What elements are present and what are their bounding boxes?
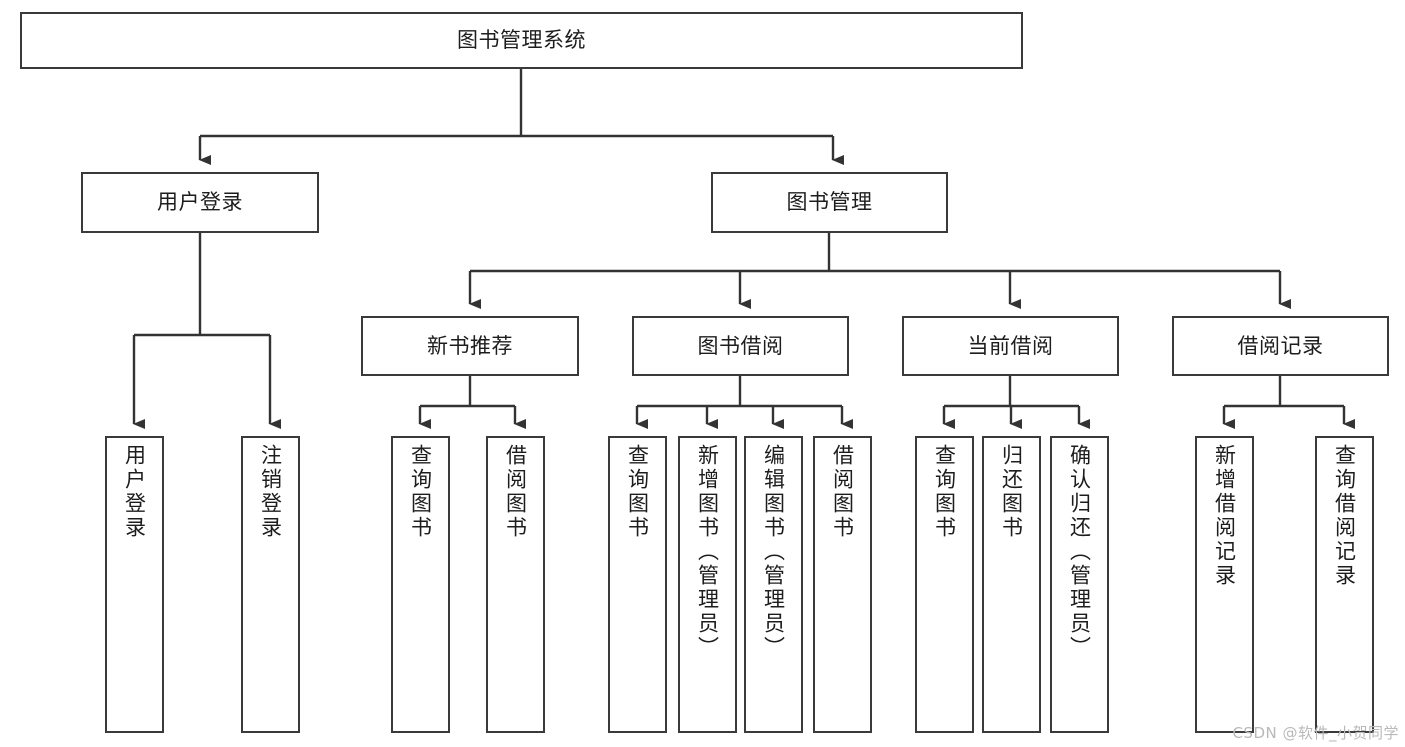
leaf-borrow-record-add[interactable]: 新增借阅记录 bbox=[1195, 436, 1254, 733]
node-new-book-recommend[interactable]: 新书推荐 bbox=[361, 316, 579, 376]
watermark: CSDN @软件_小贺同学 bbox=[1232, 724, 1399, 742]
leaf-book-borrow-query[interactable]: 查询图书 bbox=[608, 436, 667, 733]
node-book-borrow[interactable]: 图书借阅 bbox=[632, 316, 849, 376]
node-label: 确认归还（管理员） bbox=[1067, 444, 1092, 660]
node-current-borrow[interactable]: 当前借阅 bbox=[902, 316, 1119, 376]
node-label: 新增借阅记录 bbox=[1212, 444, 1237, 588]
node-label: 新增图书（管理员） bbox=[695, 444, 720, 660]
leaf-current-borrow-return[interactable]: 归还图书 bbox=[982, 436, 1041, 733]
node-label: 编辑图书（管理员） bbox=[761, 444, 786, 660]
node-label: 归还图书 bbox=[999, 444, 1024, 540]
node-borrow-record[interactable]: 借阅记录 bbox=[1172, 316, 1389, 376]
node-label: 新书推荐 bbox=[427, 333, 513, 358]
leaf-user-login-logout[interactable]: 注销登录 bbox=[241, 436, 300, 733]
node-label: 注销登录 bbox=[258, 444, 283, 540]
node-label: 用户登录 bbox=[122, 444, 147, 540]
node-label: 图书借阅 bbox=[697, 333, 784, 358]
leaf-book-borrow-borrow[interactable]: 借阅图书 bbox=[813, 436, 872, 733]
leaf-current-borrow-confirm-return[interactable]: 确认归还（管理员） bbox=[1050, 436, 1109, 733]
leaf-new-book-borrow[interactable]: 借阅图书 bbox=[486, 436, 545, 733]
node-label: 查询图书 bbox=[625, 444, 650, 540]
leaf-book-borrow-add[interactable]: 新增图书（管理员） bbox=[678, 436, 737, 733]
leaf-user-login-login[interactable]: 用户登录 bbox=[105, 436, 164, 733]
leaf-book-borrow-edit[interactable]: 编辑图书（管理员） bbox=[744, 436, 803, 733]
node-user-login[interactable]: 用户登录 bbox=[81, 172, 319, 233]
node-label: 查询图书 bbox=[408, 444, 433, 540]
node-label: 借阅记录 bbox=[1237, 333, 1324, 358]
node-book-management[interactable]: 图书管理 bbox=[711, 172, 948, 233]
node-label: 查询借阅记录 bbox=[1332, 444, 1357, 588]
node-label: 查询图书 bbox=[932, 444, 957, 540]
leaf-borrow-record-query[interactable]: 查询借阅记录 bbox=[1315, 436, 1374, 733]
leaf-new-book-query[interactable]: 查询图书 bbox=[391, 436, 450, 733]
node-label: 图书管理系统 bbox=[457, 28, 586, 53]
leaf-current-borrow-query[interactable]: 查询图书 bbox=[915, 436, 974, 733]
node-label: 当前借阅 bbox=[967, 333, 1054, 358]
node-label: 借阅图书 bbox=[830, 444, 855, 540]
node-label: 借阅图书 bbox=[503, 444, 528, 540]
node-label: 用户登录 bbox=[157, 190, 243, 215]
node-label: 图书管理 bbox=[786, 190, 873, 215]
node-root-system[interactable]: 图书管理系统 bbox=[20, 12, 1023, 69]
